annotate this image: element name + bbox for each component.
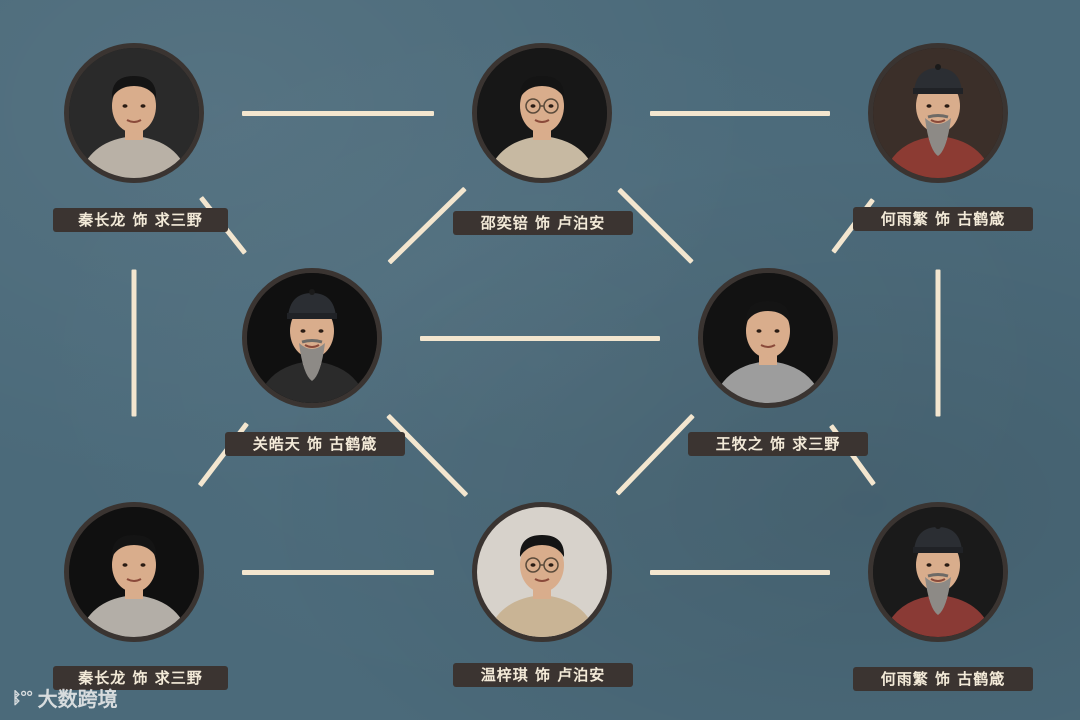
actor-portrait — [472, 43, 612, 183]
connector-line — [650, 110, 830, 116]
actor-role-label: 温梓琪 饰 卢泊安 — [453, 663, 633, 687]
actor-role-label: 何雨繁 饰 古鹤箴 — [853, 207, 1033, 231]
actor-role-label: 秦长龙 饰 求三野 — [53, 208, 228, 232]
actor-role-label: 王牧之 饰 求三野 — [688, 432, 868, 456]
actor-portrait — [698, 268, 838, 408]
actor-role-label: 何雨繁 饰 古鹤箴 — [853, 667, 1033, 691]
actor-portrait — [64, 502, 204, 642]
actor-portrait — [868, 43, 1008, 183]
actor-portrait — [242, 268, 382, 408]
actor-role-label: 邵奕锫 饰 卢泊安 — [453, 211, 633, 235]
connector-line — [242, 110, 434, 116]
connector-line — [420, 335, 660, 341]
connector-line — [131, 269, 137, 416]
bd-logo-icon: ᛔ°° — [12, 688, 34, 707]
watermark-text: 大数跨境 — [37, 687, 118, 711]
connector-line — [242, 569, 434, 575]
actor-role-label: 秦长龙 饰 求三野 — [53, 666, 228, 690]
actor-role-label: 关皓天 饰 古鹤箴 — [225, 432, 405, 456]
actor-portrait — [868, 502, 1008, 642]
connector-line — [650, 569, 830, 575]
connector-line — [935, 269, 941, 416]
actor-portrait — [472, 502, 612, 642]
actor-portrait — [64, 43, 204, 183]
connector-line — [615, 413, 695, 497]
watermark: ᛔ°° 大数跨境 — [12, 683, 118, 712]
